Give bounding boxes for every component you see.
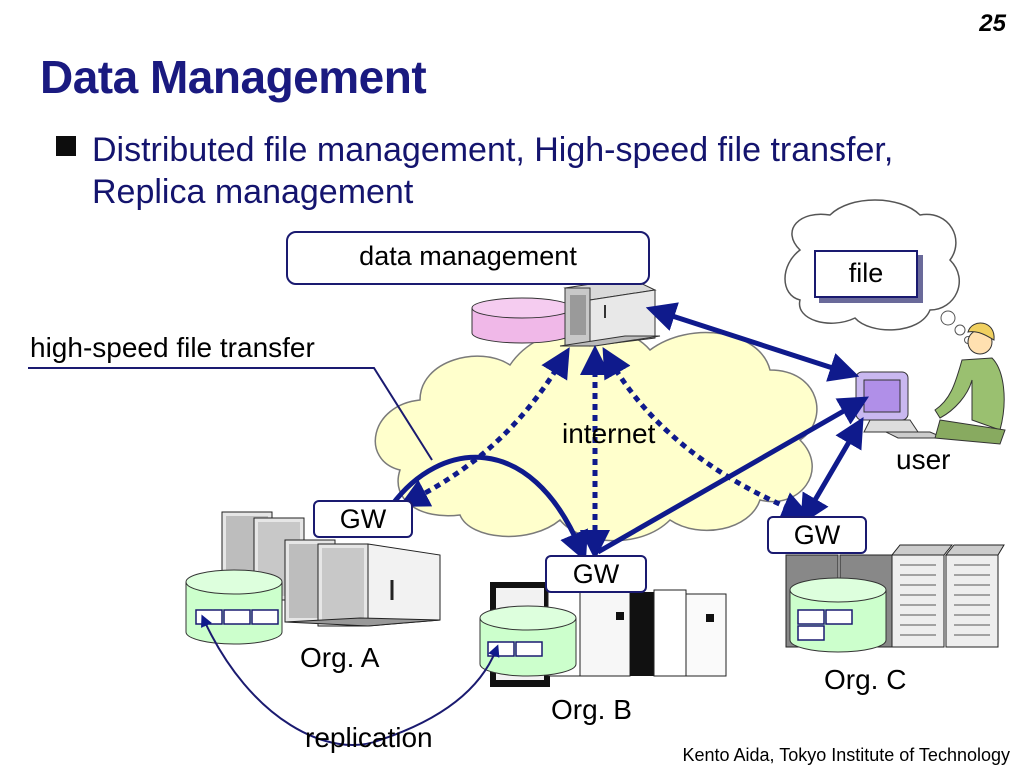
arrow-server-to-user (645, 302, 860, 382)
user-at-computer-icon (855, 322, 1006, 445)
transfer-label: high-speed file transfer (30, 332, 315, 363)
arrow-gw-c-to-user (800, 417, 864, 525)
org-a-disk-icon (185, 569, 283, 645)
gateway-box-b: GW (545, 555, 647, 593)
gateway-box-c: GW (767, 516, 867, 554)
file-box: file (814, 250, 918, 298)
replication-label: replication (305, 722, 433, 753)
internet-label: internet (562, 418, 656, 449)
database-disk-icon (471, 297, 573, 344)
footer-credit: Kento Aida, Tokyo Institute of Technolog… (682, 745, 1010, 765)
bullet-text: Distributed file management, High-speed … (92, 131, 894, 211)
high-speed-transfer-arrow (389, 454, 588, 562)
data-management-box: data management (286, 231, 650, 285)
org-c-label: Org. C (824, 664, 907, 695)
user-label: user (896, 444, 951, 475)
transfer-callout-line (28, 367, 433, 461)
slide-title: Data Management (40, 51, 427, 103)
org-b-disk-icon (479, 605, 577, 677)
bullet-square-icon (56, 136, 76, 156)
page-number: 25 (979, 10, 1006, 37)
gateway-box-a: GW (313, 500, 413, 538)
org-a-label: Org. A (300, 642, 380, 673)
org-c-disk-icon (789, 577, 887, 653)
replication-arrow (201, 614, 500, 746)
dotted-arrow-server-to-gw-c (602, 346, 812, 521)
central-server-icon (559, 277, 661, 347)
org-b-label: Org. B (551, 694, 632, 725)
